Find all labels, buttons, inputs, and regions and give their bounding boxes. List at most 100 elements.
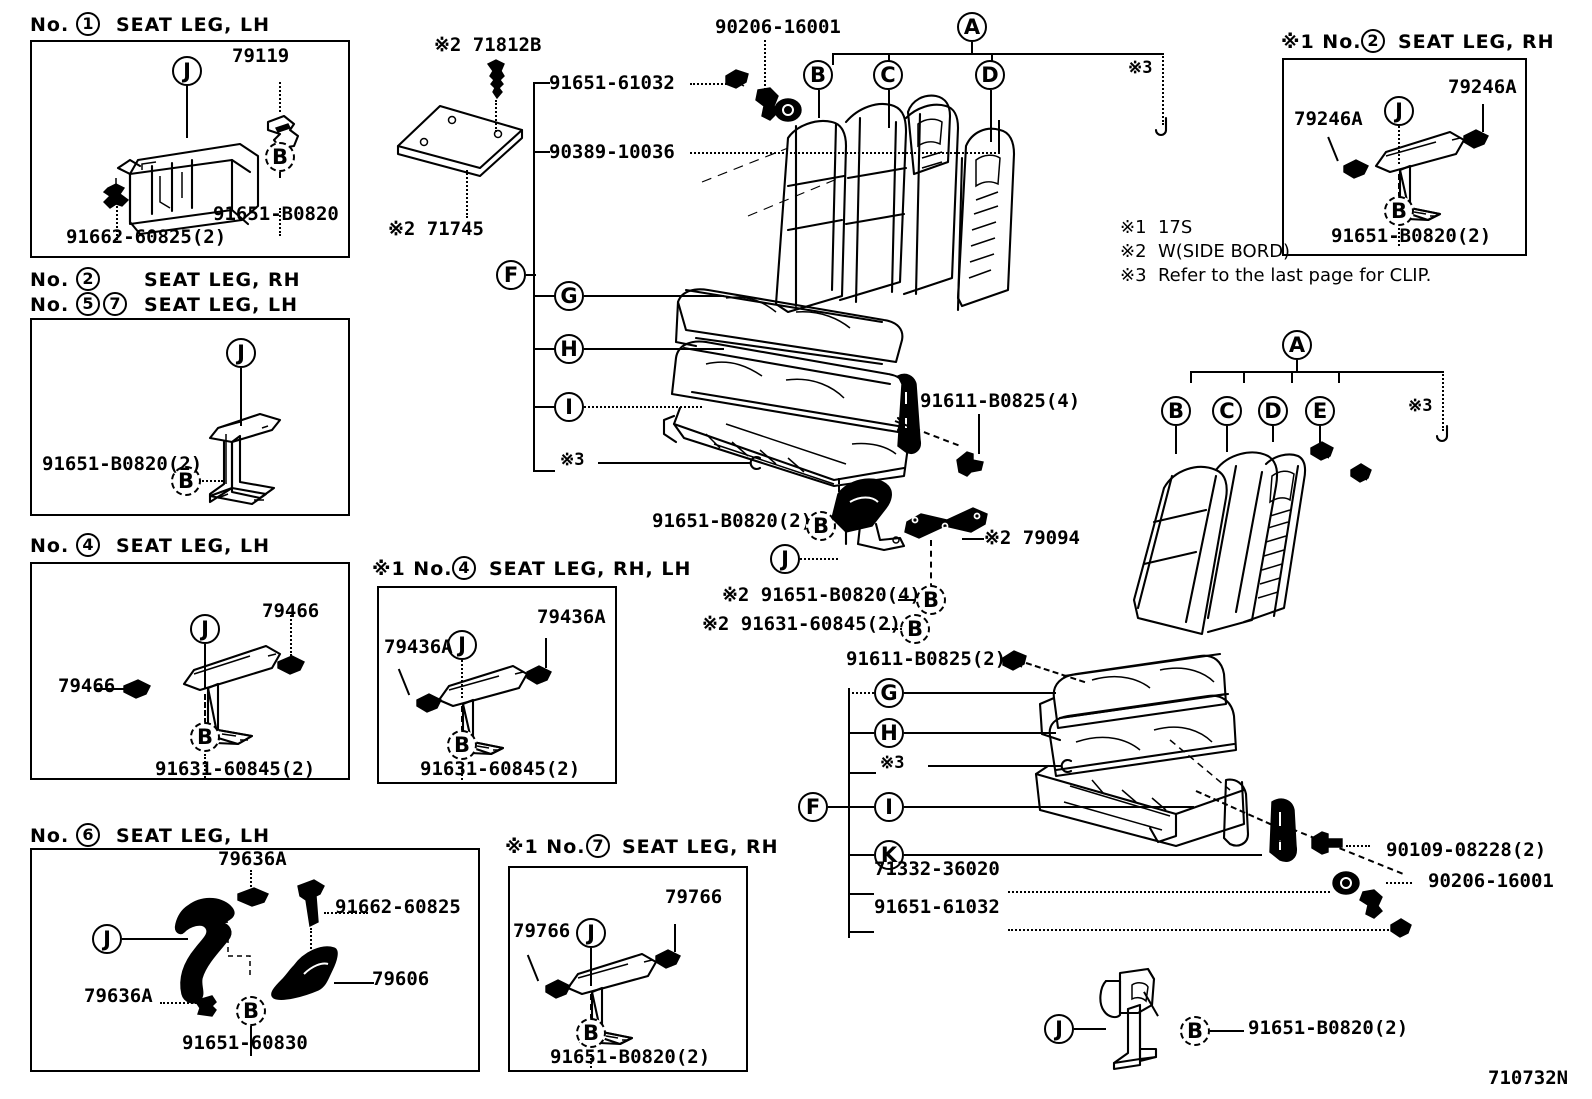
leader-B-x1-no2: [1398, 174, 1400, 198]
leader-I-main-run: [584, 406, 702, 408]
bubble-H-lr: H: [874, 718, 904, 748]
leader-91651-61032-tick: [534, 82, 550, 84]
leader-C-right-line: [1226, 426, 1228, 452]
leader-B-right-line: [1175, 426, 1177, 454]
leader-F-main-tick: [526, 274, 536, 276]
leader-B-x1-no7: [590, 994, 592, 1020]
bubble-H-main: H: [554, 334, 584, 364]
leader-91662-no1: [116, 194, 120, 240]
panel-no6-circle-number: 6: [76, 823, 100, 847]
leader-G-lr-tick: [848, 692, 874, 694]
leader-D-main-drop: [991, 53, 993, 65]
label-71332-36020: 71332-36020: [874, 858, 1000, 880]
panel-x1-no7-title-name: SEAT LEG, RH: [622, 836, 779, 858]
leader-F-main-bus: [533, 82, 535, 472]
ref-x3-main-top: ※3: [1128, 58, 1153, 78]
leader-79119: [279, 82, 283, 112]
leader-B-no2: [199, 480, 223, 482]
leader-dash-91651-4-main: [930, 540, 932, 600]
panel-no1-lh: J B: [30, 40, 350, 258]
label-91651-B0820-x1-no7: 91651-B0820(2): [550, 1046, 711, 1068]
bubble-J-no4: J: [190, 614, 220, 644]
bubble-B-right: B: [1161, 396, 1191, 426]
panel-x1-no2-circle-number: 2: [1361, 29, 1385, 53]
panel-x1-no4-title-prefix: ※1 No.: [372, 558, 453, 580]
leader-D-main-line: [990, 90, 992, 142]
leader-E-right-drop: [1338, 371, 1340, 383]
leader-90389-tick: [534, 151, 550, 153]
bubble-A-main: A: [957, 12, 987, 42]
label-90206-16001-main: 90206-16001: [715, 16, 841, 38]
panel-no1-title-name: SEAT LEG, LH: [116, 14, 270, 36]
nut-icon-lr: [1002, 650, 1027, 671]
panel-x1-no2-title-prefix: ※1 No.: [1281, 31, 1362, 53]
label-91631-60845-x1-no4: 91631-60845(2): [420, 758, 581, 780]
bubble-B-x1-no2: B: [1384, 196, 1414, 226]
leader-71332-tick: [848, 893, 874, 895]
leader-71332-run: [1008, 891, 1330, 893]
label-91651-61032-main: 91651-61032: [549, 72, 675, 94]
leader-I-lr-run: [904, 806, 1194, 808]
bubble-B-no2: B: [171, 466, 201, 496]
seat-leg-no1-illustration: [102, 114, 300, 236]
nut-small-icon-lr: [1390, 918, 1412, 938]
grommet-icon-lr: [1359, 889, 1383, 919]
leader-91651-x1-no2: [1398, 228, 1402, 246]
leader-C-right-drop: [1243, 371, 1245, 383]
bubble-J-x1-no2: J: [1384, 96, 1414, 126]
bubble-F-main: F: [496, 260, 526, 290]
leader-B-main-drop: [832, 53, 834, 65]
bubble-B-main-91631: B: [900, 614, 930, 644]
label-x2-91631-60845-2: ※2 91631-60845(2): [702, 613, 901, 635]
label-79436A-right: 79436A: [537, 606, 606, 628]
clip-hook-icon-main: [1154, 116, 1168, 136]
panel-no5-circle-number: 5: [76, 292, 100, 316]
leader-90109-lr: [1346, 845, 1370, 847]
leader-K-lr-run: [904, 854, 1262, 856]
label-91662-60825-no1: 91662-60825(2): [66, 226, 227, 248]
leader-91651-x1-no7: [590, 1050, 594, 1068]
label-79119: 79119: [232, 45, 290, 67]
panel-no4-title-prefix: No.: [30, 535, 70, 557]
leader-G-main-tick: [533, 295, 555, 297]
rear-seat-cushion-illustration: [662, 288, 921, 488]
front-seatback-illustration: [1132, 451, 1307, 636]
rear-seatback-illustration: [701, 94, 1016, 314]
bubble-B-main-91651: B: [916, 585, 946, 615]
panel-no4-title-name: SEAT LEG, LH: [116, 535, 270, 557]
leader-A-right-stem: [1296, 360, 1298, 372]
leader-H-main-run: [584, 348, 724, 350]
leader-71812B: [495, 100, 499, 132]
leader-71745: [466, 170, 470, 218]
bubble-B-no6: B: [236, 996, 266, 1026]
note-3: ※3 Refer to the last page for CLIP.: [1120, 265, 1432, 286]
label-91651-B0820-bottom-right: 91651-B0820(2): [1248, 1017, 1409, 1039]
grommet-icon-main: [755, 87, 779, 121]
clip-ring-icon-main: [749, 455, 762, 471]
bubble-I-main: I: [554, 392, 584, 422]
ref-x3-main-left: ※3: [560, 450, 585, 470]
panel-x1-no7-rh: J B: [508, 866, 748, 1072]
bubble-E-right: E: [1305, 396, 1335, 426]
label-91651-B0820-no2: 91651-B0820(2): [42, 453, 203, 475]
leader-90389-riser: [998, 120, 1000, 154]
leader-91651-no1: [279, 208, 283, 236]
leader-J-x1-no2: [1398, 126, 1402, 164]
label-x2-79094: ※2 79094: [984, 527, 1080, 549]
label-91631-60845-no4: 91631-60845(2): [155, 758, 316, 780]
seat-leg-no4-illustration: [123, 644, 305, 746]
panel-no4-circle-number: 4: [76, 533, 100, 557]
bubble-J-no2: J: [226, 338, 256, 368]
sheet-number: 710732N: [1488, 1067, 1569, 1089]
bubble-G-main: G: [554, 281, 584, 311]
panel-no1-circle-number: 1: [76, 12, 100, 36]
leader-C-main-line: [888, 90, 890, 128]
label-91611-B0825-lr: 91611-B0825(2): [846, 648, 1007, 670]
leader-79466-right: [290, 612, 294, 656]
front-seat-cushion-illustration: [1034, 652, 1250, 848]
leader-91651-61032-main: [690, 83, 742, 85]
label-91662-60825-no6: 91662-60825: [335, 896, 461, 918]
label-91651-61032-lr: 91651-61032: [874, 896, 1000, 918]
bush-icon-main: [774, 98, 802, 122]
bubble-B-no4: B: [190, 722, 220, 752]
